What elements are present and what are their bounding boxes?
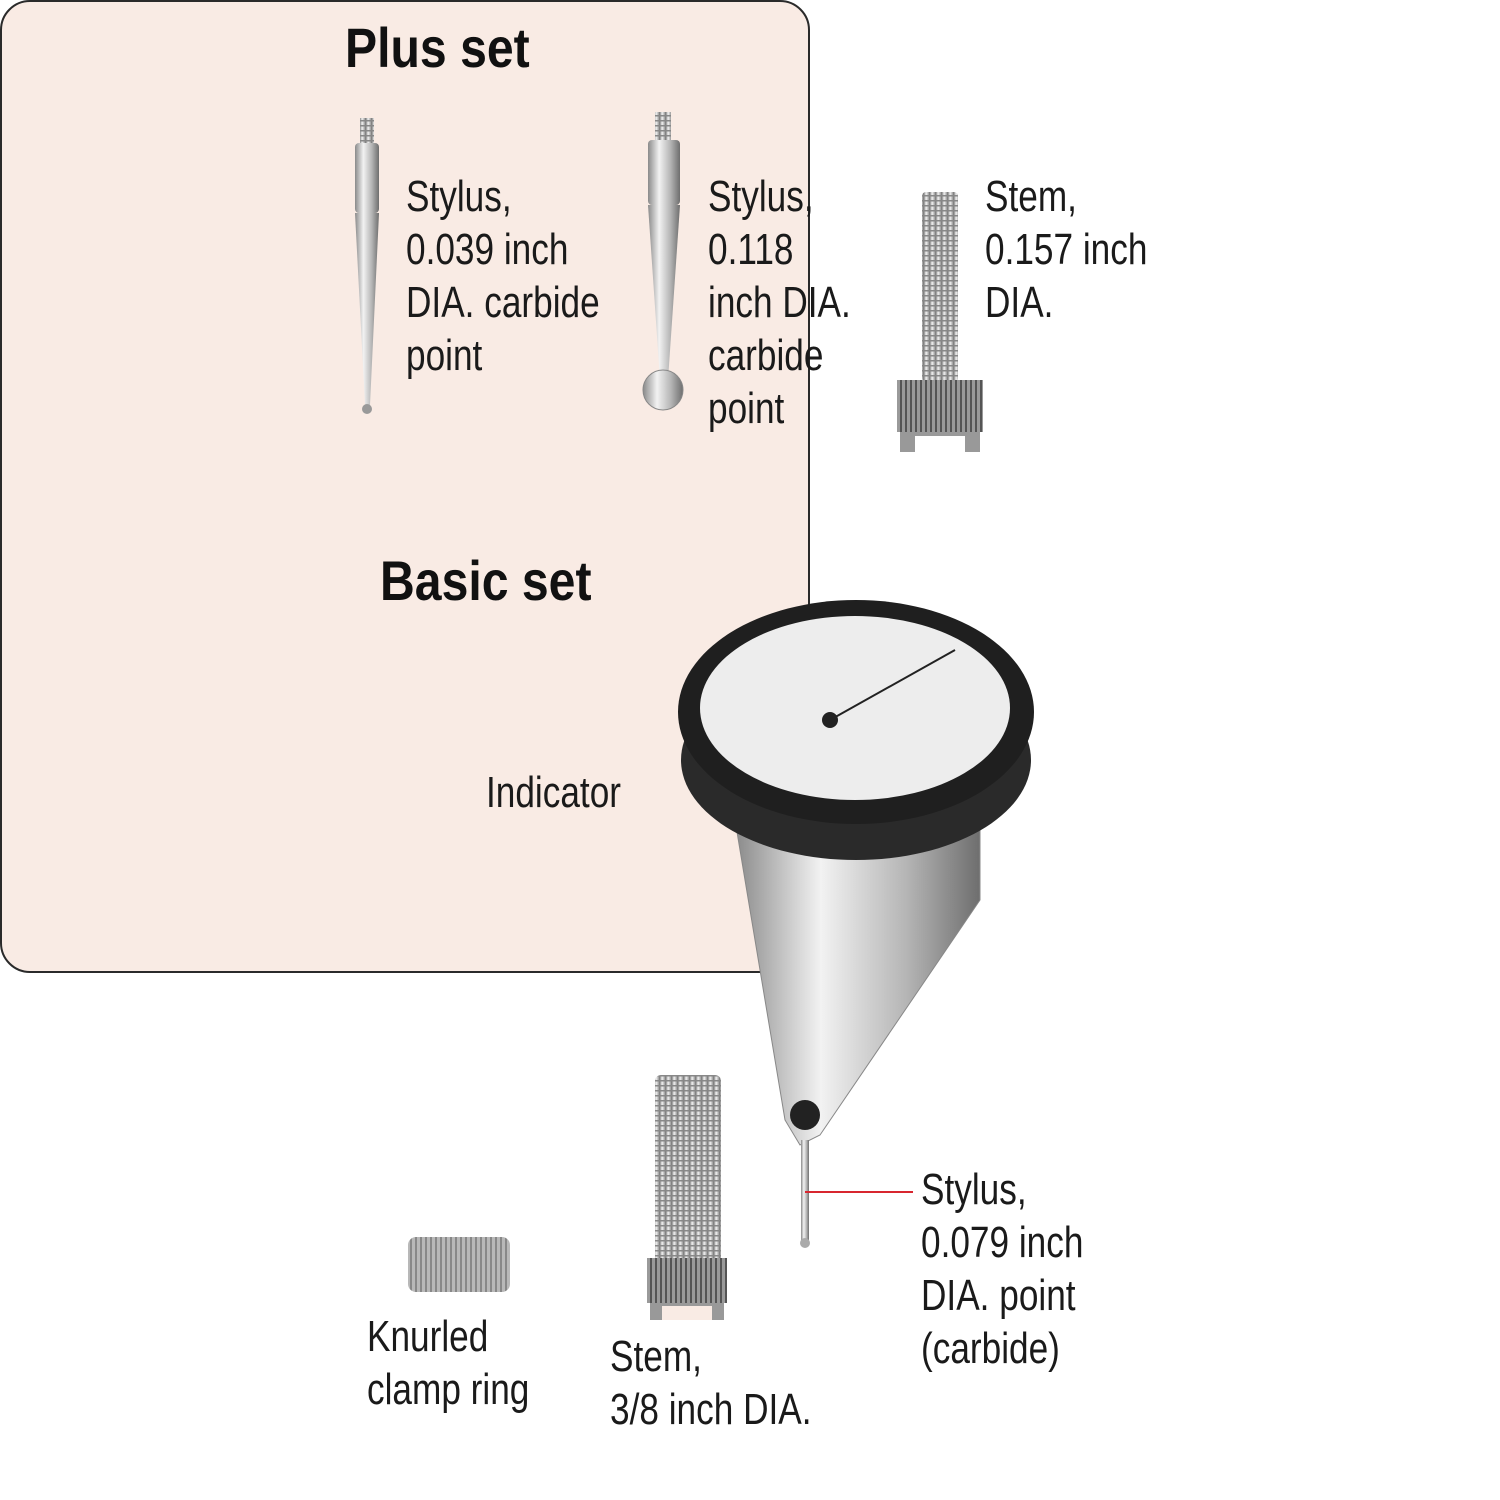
label-line: Stem, <box>985 172 1077 221</box>
knurled-ring-image <box>408 1237 510 1292</box>
stylus-0118-image <box>642 112 684 411</box>
indicator-label: Indicator <box>486 768 622 817</box>
label-line: 0.157 inch <box>985 225 1148 274</box>
label-line: inch DIA. <box>708 278 851 327</box>
label-line: Stylus, <box>406 172 512 221</box>
label-line: DIA. carbide <box>406 278 600 327</box>
plus-set-title: Plus set <box>345 16 530 79</box>
dial-needle <box>829 649 956 721</box>
label-line: (carbide) <box>921 1324 1060 1373</box>
stylus-0079-label: Stylus, 0.079 inch DIA. point (carbide) <box>921 1163 1083 1375</box>
stem-3-8-image <box>647 1075 727 1320</box>
stylus-0118-label: Stylus, 0.118 inch DIA. carbide point <box>708 170 851 435</box>
dial-face <box>700 616 1010 800</box>
label-line: DIA. point <box>921 1271 1076 1320</box>
label-line: 0.118 <box>708 225 794 274</box>
stylus-0039-image <box>355 118 379 414</box>
label-line: Stylus, <box>921 1165 1027 1214</box>
label-line: 0.039 inch <box>406 225 569 274</box>
label-line: point <box>406 331 483 380</box>
stem-0157-label: Stem, 0.157 inch DIA. <box>985 170 1147 329</box>
label-line: carbide <box>708 331 824 380</box>
label-line: 3/8 inch DIA. <box>610 1385 812 1434</box>
stem-0157-image <box>897 192 983 452</box>
label-line: Stem, <box>610 1332 702 1381</box>
stem-3-8-label: Stem, 3/8 inch DIA. <box>610 1330 812 1436</box>
basic-set-title: Basic set <box>380 549 592 612</box>
label-line: clamp ring <box>367 1365 530 1414</box>
label-line: point <box>708 384 785 433</box>
indicator-image <box>678 600 1034 1248</box>
stylus-0039-label: Stylus, 0.039 inch DIA. carbide point <box>406 170 600 382</box>
label-line: Knurled <box>367 1312 489 1361</box>
knurled-ring-label: Knurled clamp ring <box>367 1310 529 1416</box>
label-line: 0.079 inch <box>921 1218 1084 1267</box>
label-line: Stylus, <box>708 172 814 221</box>
label-line: DIA. <box>985 278 1054 327</box>
